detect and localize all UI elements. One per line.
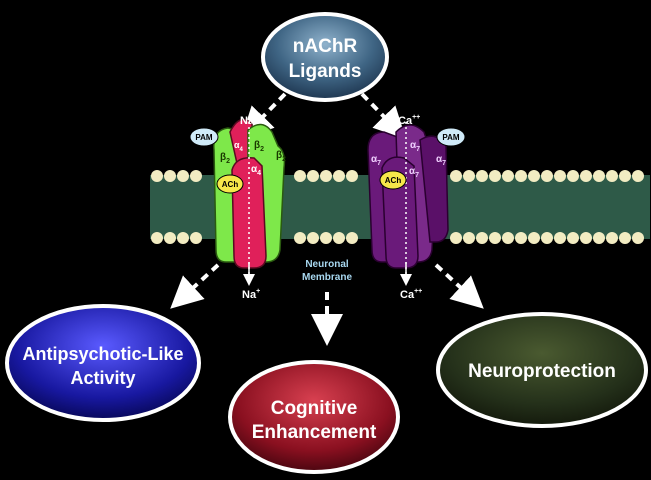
lipid-head <box>294 170 306 182</box>
alpha4beta2-receptor: PAM ACh β2 β2 β2 α4 α4 <box>189 118 286 280</box>
alpha7-receptor: PAM ACh α7 α7 α7 α7 <box>367 122 466 280</box>
lipid-head <box>580 170 592 182</box>
lipid-head <box>294 232 306 244</box>
antipsychotic-label-line1: Antipsychotic-Like <box>22 344 183 364</box>
nachr-ligands-node: nAChR Ligands <box>261 12 389 102</box>
cognitive-node: Cognitive Enhancement <box>228 360 400 474</box>
lipid-head <box>567 232 579 244</box>
lipid-head <box>489 232 501 244</box>
alpha4-label-a: α4 <box>234 140 244 153</box>
lipid-head <box>333 232 345 244</box>
lipid-head <box>346 232 358 244</box>
lipid-head <box>619 232 631 244</box>
lipid-head <box>515 232 527 244</box>
antipsychotic-node: Antipsychotic-Like Activity <box>5 304 201 422</box>
alpha7-subunit-3 <box>419 135 449 243</box>
ach-label-right: ACh <box>385 176 402 185</box>
lipid-head <box>593 232 605 244</box>
lipid-head <box>593 170 605 182</box>
lipid-head <box>307 232 319 244</box>
lipid-head <box>541 170 553 182</box>
lipid-head <box>515 170 527 182</box>
arrow-to-antipsychotic <box>170 263 220 309</box>
lipid-head <box>606 170 618 182</box>
lipid-head <box>528 232 540 244</box>
ach-label-left: ACh <box>222 180 239 189</box>
membrane-label-line1: Neuronal <box>305 259 349 270</box>
lipid-head <box>554 232 566 244</box>
na-ion-top: Na+ <box>240 114 258 127</box>
beta2-label-a: β2 <box>220 152 230 165</box>
lipid-head <box>463 170 475 182</box>
lipid-head <box>502 170 514 182</box>
pam-label-right: PAM <box>442 133 460 142</box>
na-ion-bottom: Na+ <box>242 288 260 301</box>
alpha7-label-d: α7 <box>409 166 419 179</box>
lipid-head <box>164 232 176 244</box>
lipid-head <box>567 170 579 182</box>
lipid-head <box>320 170 332 182</box>
lipid-heads-top <box>151 170 644 182</box>
lipid-head <box>190 232 202 244</box>
lipid-head <box>177 170 189 182</box>
lipid-head <box>489 170 501 182</box>
lipid-head <box>632 170 644 182</box>
arrow-ligands-to-alpha4beta2 <box>240 92 287 140</box>
lipid-head <box>463 232 475 244</box>
lipid-head <box>151 232 163 244</box>
lipid-head <box>450 232 462 244</box>
ca-ion-top: Ca++ <box>398 114 420 127</box>
cognitive-label-line2: Enhancement <box>252 422 377 443</box>
lipid-head <box>177 232 189 244</box>
antipsychotic-label-line2: Activity <box>70 368 135 388</box>
lipid-heads-bottom <box>151 232 644 244</box>
arrow-to-neuroprotection <box>434 263 484 309</box>
arrow-ligands-to-alpha7 <box>360 92 407 140</box>
lipid-head <box>164 170 176 182</box>
alpha4-label-b: α4 <box>251 164 261 177</box>
lipid-head <box>476 170 488 182</box>
ligands-label-line1: nAChR <box>293 36 358 57</box>
lipid-head <box>580 232 592 244</box>
ligands-label-line2: Ligands <box>289 61 362 82</box>
lipid-head <box>307 170 319 182</box>
lipid-head <box>619 170 631 182</box>
lipid-head <box>632 232 644 244</box>
lipid-head <box>190 170 202 182</box>
pam-label-left: PAM <box>195 133 213 142</box>
lipid-head <box>528 170 540 182</box>
lipid-head <box>450 170 462 182</box>
neuroprotection-node: Neuroprotection <box>436 312 648 428</box>
cognitive-label-line1: Cognitive <box>271 398 358 419</box>
neuroprotection-label: Neuroprotection <box>468 361 616 382</box>
beta2-label-c: β2 <box>276 150 286 163</box>
lipid-head <box>606 232 618 244</box>
alpha7-label-c: α7 <box>436 154 446 167</box>
lipid-head <box>541 232 553 244</box>
alpha7-label-b: α7 <box>410 140 420 153</box>
membrane-label-line2: Membrane <box>302 272 352 283</box>
alpha7-label-a: α7 <box>371 154 381 167</box>
lipid-head <box>320 232 332 244</box>
ca-ion-bottom: Ca++ <box>400 288 422 301</box>
lipid-head <box>476 232 488 244</box>
lipid-head <box>554 170 566 182</box>
lipid-head <box>502 232 514 244</box>
beta2-label-b: β2 <box>254 140 264 153</box>
lipid-head <box>346 170 358 182</box>
lipid-head <box>333 170 345 182</box>
lipid-head <box>151 170 163 182</box>
